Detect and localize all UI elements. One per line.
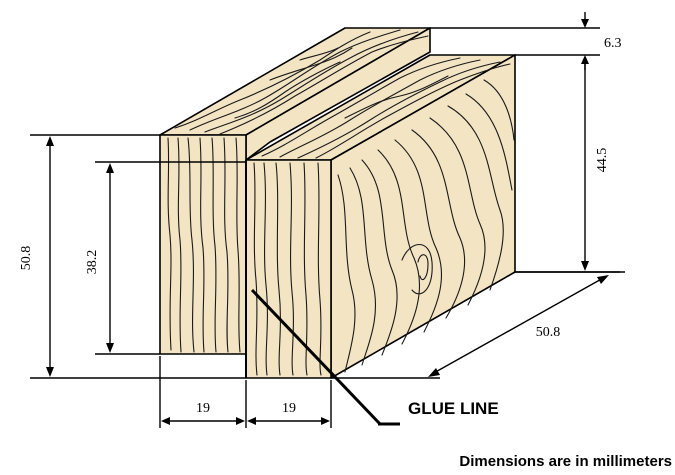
label-width-right: 19: [282, 401, 296, 416]
dim-depth: [331, 271, 625, 379]
right-front-grain: [253, 162, 322, 376]
glue-line-label: GLUE LINE: [408, 399, 499, 418]
label-inner-height: 38.2: [85, 250, 100, 275]
right-side-grain: [337, 79, 515, 373]
left-front-grain: [167, 137, 241, 353]
dim-top-offset: [430, 12, 600, 70]
glue-line-callout: [250, 288, 400, 426]
dim-inner-height: [95, 161, 246, 355]
units-note: Dimensions are in millimeters: [459, 453, 672, 470]
label-right-height: 44.5: [595, 148, 610, 173]
label-left-height: 50.8: [19, 246, 34, 271]
dim-left-height: [30, 134, 246, 379]
label-width-left: 19: [196, 401, 210, 416]
right-top-grain: [261, 57, 511, 159]
dim-widths: [159, 356, 332, 428]
label-depth: 50.8: [536, 325, 561, 340]
left-top-grain: [174, 29, 429, 135]
label-top-offset: 6.3: [604, 36, 622, 51]
